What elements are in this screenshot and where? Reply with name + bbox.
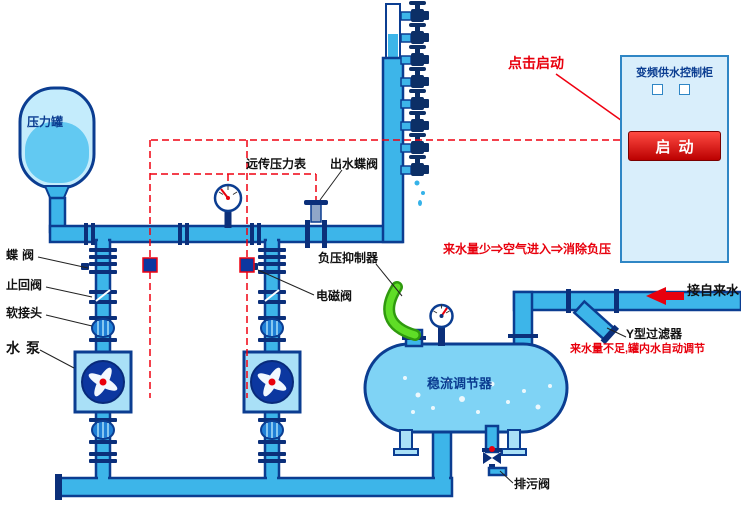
solenoid-valve-box bbox=[142, 257, 158, 273]
label-drain-valve: 排污阀 bbox=[514, 477, 551, 491]
water-pump bbox=[73, 350, 133, 414]
annotation-insufficient-water: 来水量不足,罐内水自动调节 bbox=[570, 343, 706, 355]
manifold-valve bbox=[400, 1, 429, 22]
solenoid-valves bbox=[142, 257, 255, 273]
bottom-header-pipe bbox=[55, 474, 454, 500]
remote-pressure-gauge bbox=[213, 183, 243, 228]
label-flow-regulator: 稳流调节器 bbox=[427, 376, 493, 391]
soft-joint-lower bbox=[89, 418, 117, 444]
start-button[interactable]: 启动 bbox=[628, 131, 721, 161]
drain-valve-body bbox=[483, 452, 501, 464]
flow-regulator-tank bbox=[363, 342, 569, 434]
annotation-click-to-start: 点击启动 bbox=[508, 55, 564, 71]
pump-column bbox=[73, 238, 133, 482]
control-cabinet: 变频供水控制柜 启动 bbox=[620, 55, 729, 263]
label-soft-joint: 软接头 bbox=[6, 306, 43, 320]
label-outlet-butterfly-valve: 出水蝶阀 bbox=[330, 157, 379, 171]
label-solenoid-valve: 电磁阀 bbox=[316, 289, 353, 303]
riser-pipe bbox=[381, 3, 405, 244]
inlet-pipe bbox=[508, 290, 741, 348]
label-y-strainer: Y型过滤器 bbox=[626, 327, 683, 341]
leader-lines bbox=[37, 169, 627, 484]
level-tube-water bbox=[388, 34, 398, 58]
tank-bubbles bbox=[403, 376, 552, 414]
solenoid-valve-box bbox=[239, 257, 255, 273]
label-check-valve: 止回阀 bbox=[6, 278, 43, 292]
tank-pressure-gauge bbox=[429, 303, 454, 346]
label-tap-water-inlet: 接自来水 bbox=[687, 283, 740, 298]
negative-pressure-suppressor bbox=[383, 281, 426, 348]
annotation-low-water: 来水量少⇒空气进入⇒消除负压 bbox=[443, 242, 612, 256]
pressure-tank bbox=[18, 86, 96, 234]
control-dashed-lines bbox=[149, 139, 620, 398]
y-strainer bbox=[566, 289, 620, 345]
check-valve bbox=[89, 289, 117, 304]
impeller-hub bbox=[99, 378, 107, 386]
label-negative-pressure-suppressor: 负压抑制器 bbox=[318, 251, 379, 265]
drain-valve-assembly bbox=[482, 424, 508, 477]
water-drips bbox=[414, 180, 425, 206]
manifold-valves bbox=[400, 1, 430, 206]
outlet-butterfly-valve bbox=[304, 200, 328, 248]
cabinet-indicator-window bbox=[679, 84, 690, 95]
cabinet-title: 变频供水控制柜 bbox=[636, 67, 713, 79]
label-water-pump: 水泵 bbox=[6, 340, 46, 356]
label-butterfly-valve: 蝶阀 bbox=[6, 248, 39, 262]
label-remote-pressure-gauge: 远传压力表 bbox=[246, 157, 307, 171]
cabinet-indicator-window bbox=[652, 84, 663, 95]
drain-valve-wheel bbox=[489, 446, 495, 452]
tap-water-arrow bbox=[646, 287, 684, 305]
soft-joint-upper bbox=[89, 316, 117, 342]
tank-legs bbox=[393, 429, 527, 456]
label-pressure-tank: 压力罐 bbox=[27, 115, 64, 129]
